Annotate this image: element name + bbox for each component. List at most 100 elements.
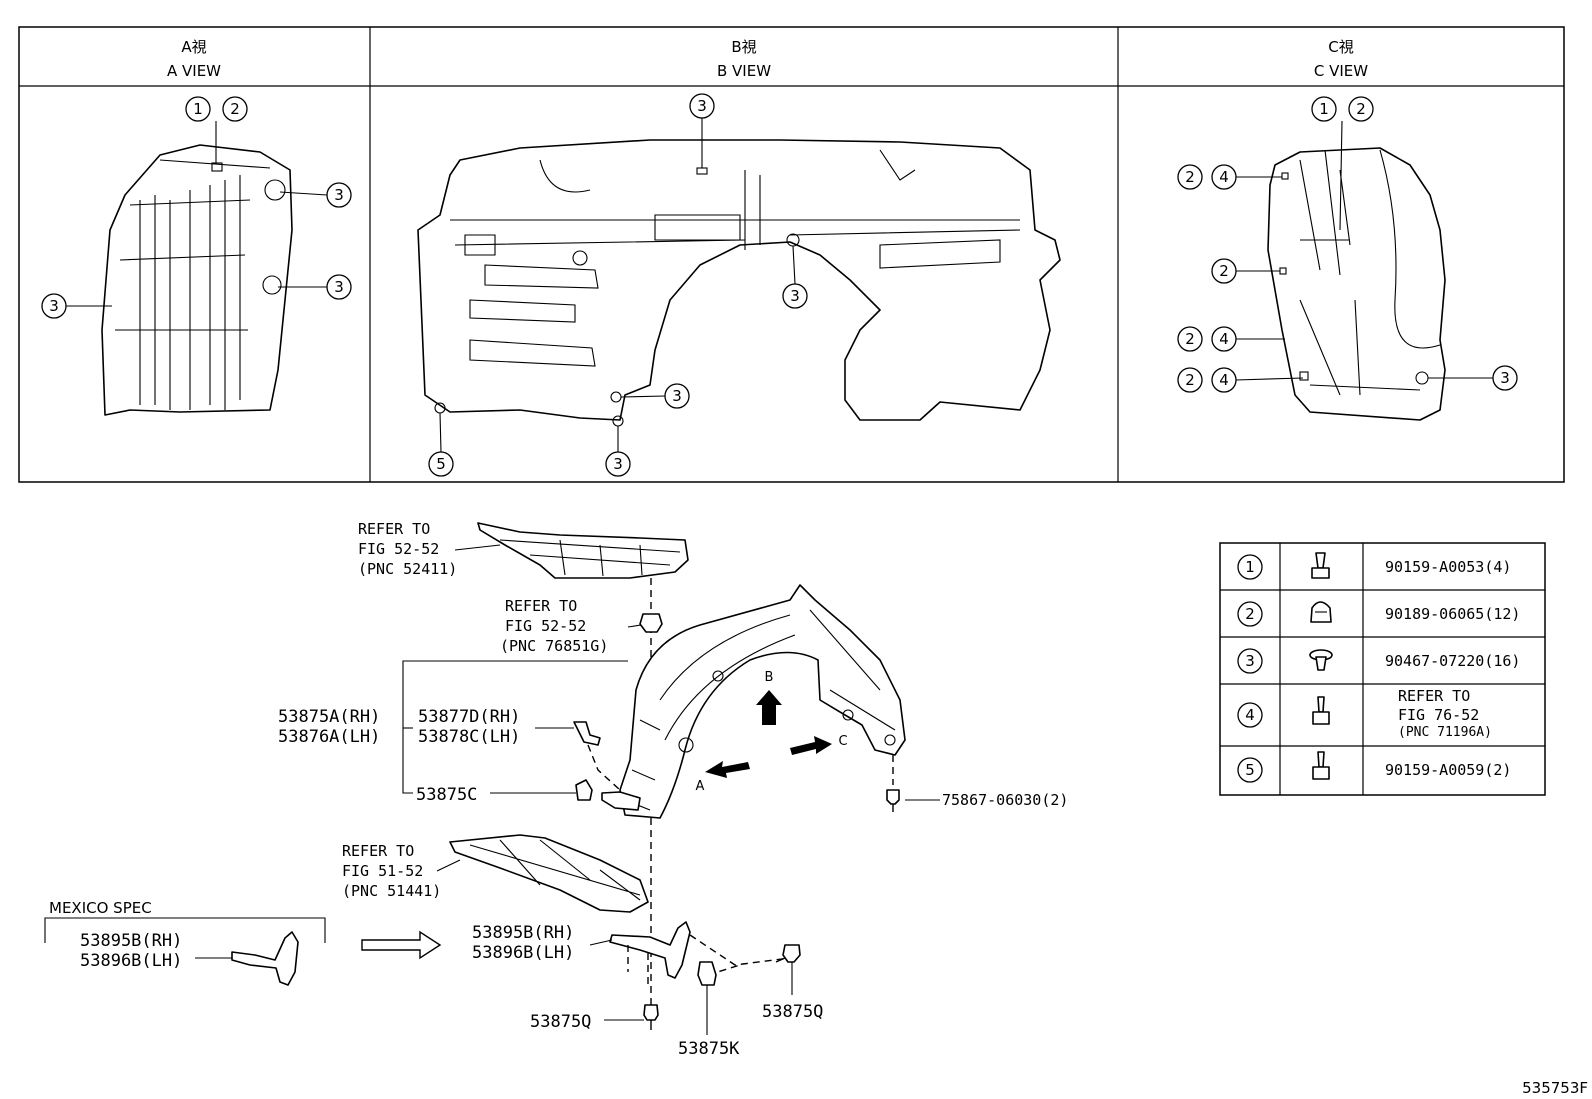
clip-53875c-part	[575, 779, 641, 811]
svg-text:3: 3	[1500, 369, 1510, 387]
fender-liner-part	[619, 584, 906, 819]
a-view-liner-drawing	[101, 144, 293, 416]
diagram-id: 535753F	[1522, 1079, 1588, 1097]
view-arrow-a: A	[696, 761, 750, 794]
clip-53875k-part	[697, 961, 717, 1035]
svg-text:3: 3	[334, 186, 344, 204]
svg-text:3: 3	[49, 297, 59, 315]
mexico-spec-title: MEXICO SPEC	[49, 899, 152, 917]
fastener-ref-line3: (PNC 71196A)	[1398, 725, 1492, 740]
svg-text:5: 5	[436, 455, 446, 473]
screw-icon	[1312, 696, 1330, 725]
view-arrow-b: B	[756, 670, 782, 725]
fastener-part-5: 90159-A0059(2)	[1385, 761, 1511, 779]
part-53876a-label: 53876A(LH)	[278, 727, 380, 747]
c-view-liner-drawing	[1267, 147, 1446, 421]
svg-text:FIG 51-52: FIG 51-52	[342, 862, 423, 880]
part-75867-label: 75867-06030(2)	[942, 791, 1068, 809]
svg-text:2: 2	[1185, 330, 1195, 348]
svg-text:1: 1	[1245, 558, 1255, 576]
svg-text:2: 2	[1185, 168, 1195, 186]
svg-text:REFER TO: REFER TO	[342, 842, 414, 860]
b-view-title: B VIEW	[717, 62, 771, 80]
svg-text:3: 3	[613, 455, 623, 473]
svg-text:4: 4	[1245, 706, 1255, 724]
fastener-ref-line1: REFER TO	[1398, 687, 1470, 705]
svg-text:2: 2	[1219, 262, 1229, 280]
bracket-53877d-part	[573, 721, 621, 791]
clip-icon	[1310, 601, 1332, 623]
svg-text:2: 2	[230, 100, 240, 118]
svg-text:4: 4	[1219, 168, 1229, 186]
svg-text:2: 2	[1185, 371, 1195, 389]
screw-53875q-left-part	[604, 1004, 659, 1030]
part-53875c-label: 53875C	[416, 785, 477, 805]
screw-75867-part	[886, 755, 900, 812]
svg-text:1: 1	[193, 100, 203, 118]
b-view-title-jp: B視	[731, 38, 756, 56]
part-53896b-label: 53896B(LH)	[472, 943, 574, 963]
svg-text:FIG 52-52: FIG 52-52	[505, 617, 586, 635]
screw-53875q-right-part	[775, 944, 801, 995]
svg-text:FIG 52-52: FIG 52-52	[358, 540, 439, 558]
svg-text:3: 3	[790, 287, 800, 305]
upper-bracket-part	[477, 522, 689, 579]
svg-text:2: 2	[1245, 605, 1255, 623]
svg-text:REFER TO: REFER TO	[505, 597, 577, 615]
svg-text:5: 5	[1245, 761, 1255, 779]
part-53895b-label: 53895B(RH)	[472, 923, 574, 943]
part-53875a-label: 53875A(RH)	[278, 707, 380, 727]
part-53875q-left-label: 53875Q	[530, 1012, 591, 1032]
bolt-icon	[1312, 751, 1330, 780]
part-53877d-label: 53877D(RH)	[418, 707, 520, 727]
bolt-icon	[1311, 552, 1330, 579]
svg-text:4: 4	[1219, 330, 1229, 348]
svg-text:(PNC 76851G): (PNC 76851G)	[500, 637, 608, 655]
a-view-title: A VIEW	[167, 62, 221, 80]
part-53875k-label: 53875K	[678, 1039, 740, 1059]
svg-text:(PNC 51441): (PNC 51441)	[342, 882, 441, 900]
svg-text:3: 3	[1245, 652, 1255, 670]
liner-group-bracket	[402, 660, 940, 801]
table-row: 3 90467-07220(16)	[1237, 648, 1520, 674]
ref-fig-52-52-mid: REFER TO FIG 52-52 (PNC 76851G)	[500, 597, 642, 655]
svg-text:3: 3	[672, 387, 682, 405]
mexico-spec-arrow-icon	[361, 930, 442, 960]
fastener-part-3: 90467-07220(16)	[1385, 652, 1520, 670]
view-panel: A視 A VIEW B視 B VIEW C視 C VIEW	[18, 26, 1565, 483]
table-row: 2 90189-06065(12)	[1237, 601, 1520, 627]
ref-fig-51-52: REFER TO FIG 51-52 (PNC 51441)	[342, 842, 461, 900]
fastener-table: 1 90159-A0053(4) 2 90189-06065(12) 3	[1219, 542, 1546, 796]
push-clip-icon	[1309, 649, 1333, 671]
mexico-53896b-label: 53896B(LH)	[80, 951, 182, 971]
a-view-title-jp: A視	[181, 38, 206, 56]
c-view-callouts: 1 2 2 4 2 2 4 2 4 3	[1177, 96, 1518, 393]
table-row: 1 90159-A0053(4)	[1237, 552, 1511, 580]
clip-76851g	[639, 613, 663, 633]
view-arrow-c: C	[790, 734, 848, 755]
svg-text:4: 4	[1219, 371, 1229, 389]
c-view-title-jp: C視	[1328, 38, 1353, 56]
fastener-part-1: 90159-A0053(4)	[1385, 558, 1511, 576]
fastener-part-2: 90189-06065(12)	[1385, 605, 1520, 623]
svg-text:C: C	[838, 734, 847, 749]
b-view-liner-drawing	[417, 139, 1061, 427]
c-view-title: C VIEW	[1314, 62, 1368, 80]
part-53878c-label: 53878C(LH)	[418, 727, 520, 747]
svg-text:2: 2	[1356, 100, 1366, 118]
part-53875q-right-label: 53875Q	[762, 1002, 823, 1022]
svg-text:(PNC 52411): (PNC 52411)	[358, 560, 457, 578]
table-row: 5 90159-A0059(2)	[1237, 751, 1511, 783]
svg-text:3: 3	[334, 278, 344, 296]
b-view-callouts: 3 3 3 3 5	[428, 93, 808, 477]
svg-text:B: B	[765, 670, 774, 685]
table-row: 4 REFER TO FIG 76-52 (PNC 71196A)	[1237, 687, 1492, 740]
ref-fig-52-52-top: REFER TO FIG 52-52 (PNC 52411)	[358, 520, 501, 578]
svg-text:A: A	[696, 779, 705, 794]
fastener-ref-line2: FIG 76-52	[1398, 706, 1479, 724]
a-view-callouts: 1 2 3 3 3	[41, 96, 352, 319]
svg-text:3: 3	[697, 97, 707, 115]
svg-text:REFER TO: REFER TO	[358, 520, 430, 538]
lower-cover-part	[449, 834, 649, 913]
